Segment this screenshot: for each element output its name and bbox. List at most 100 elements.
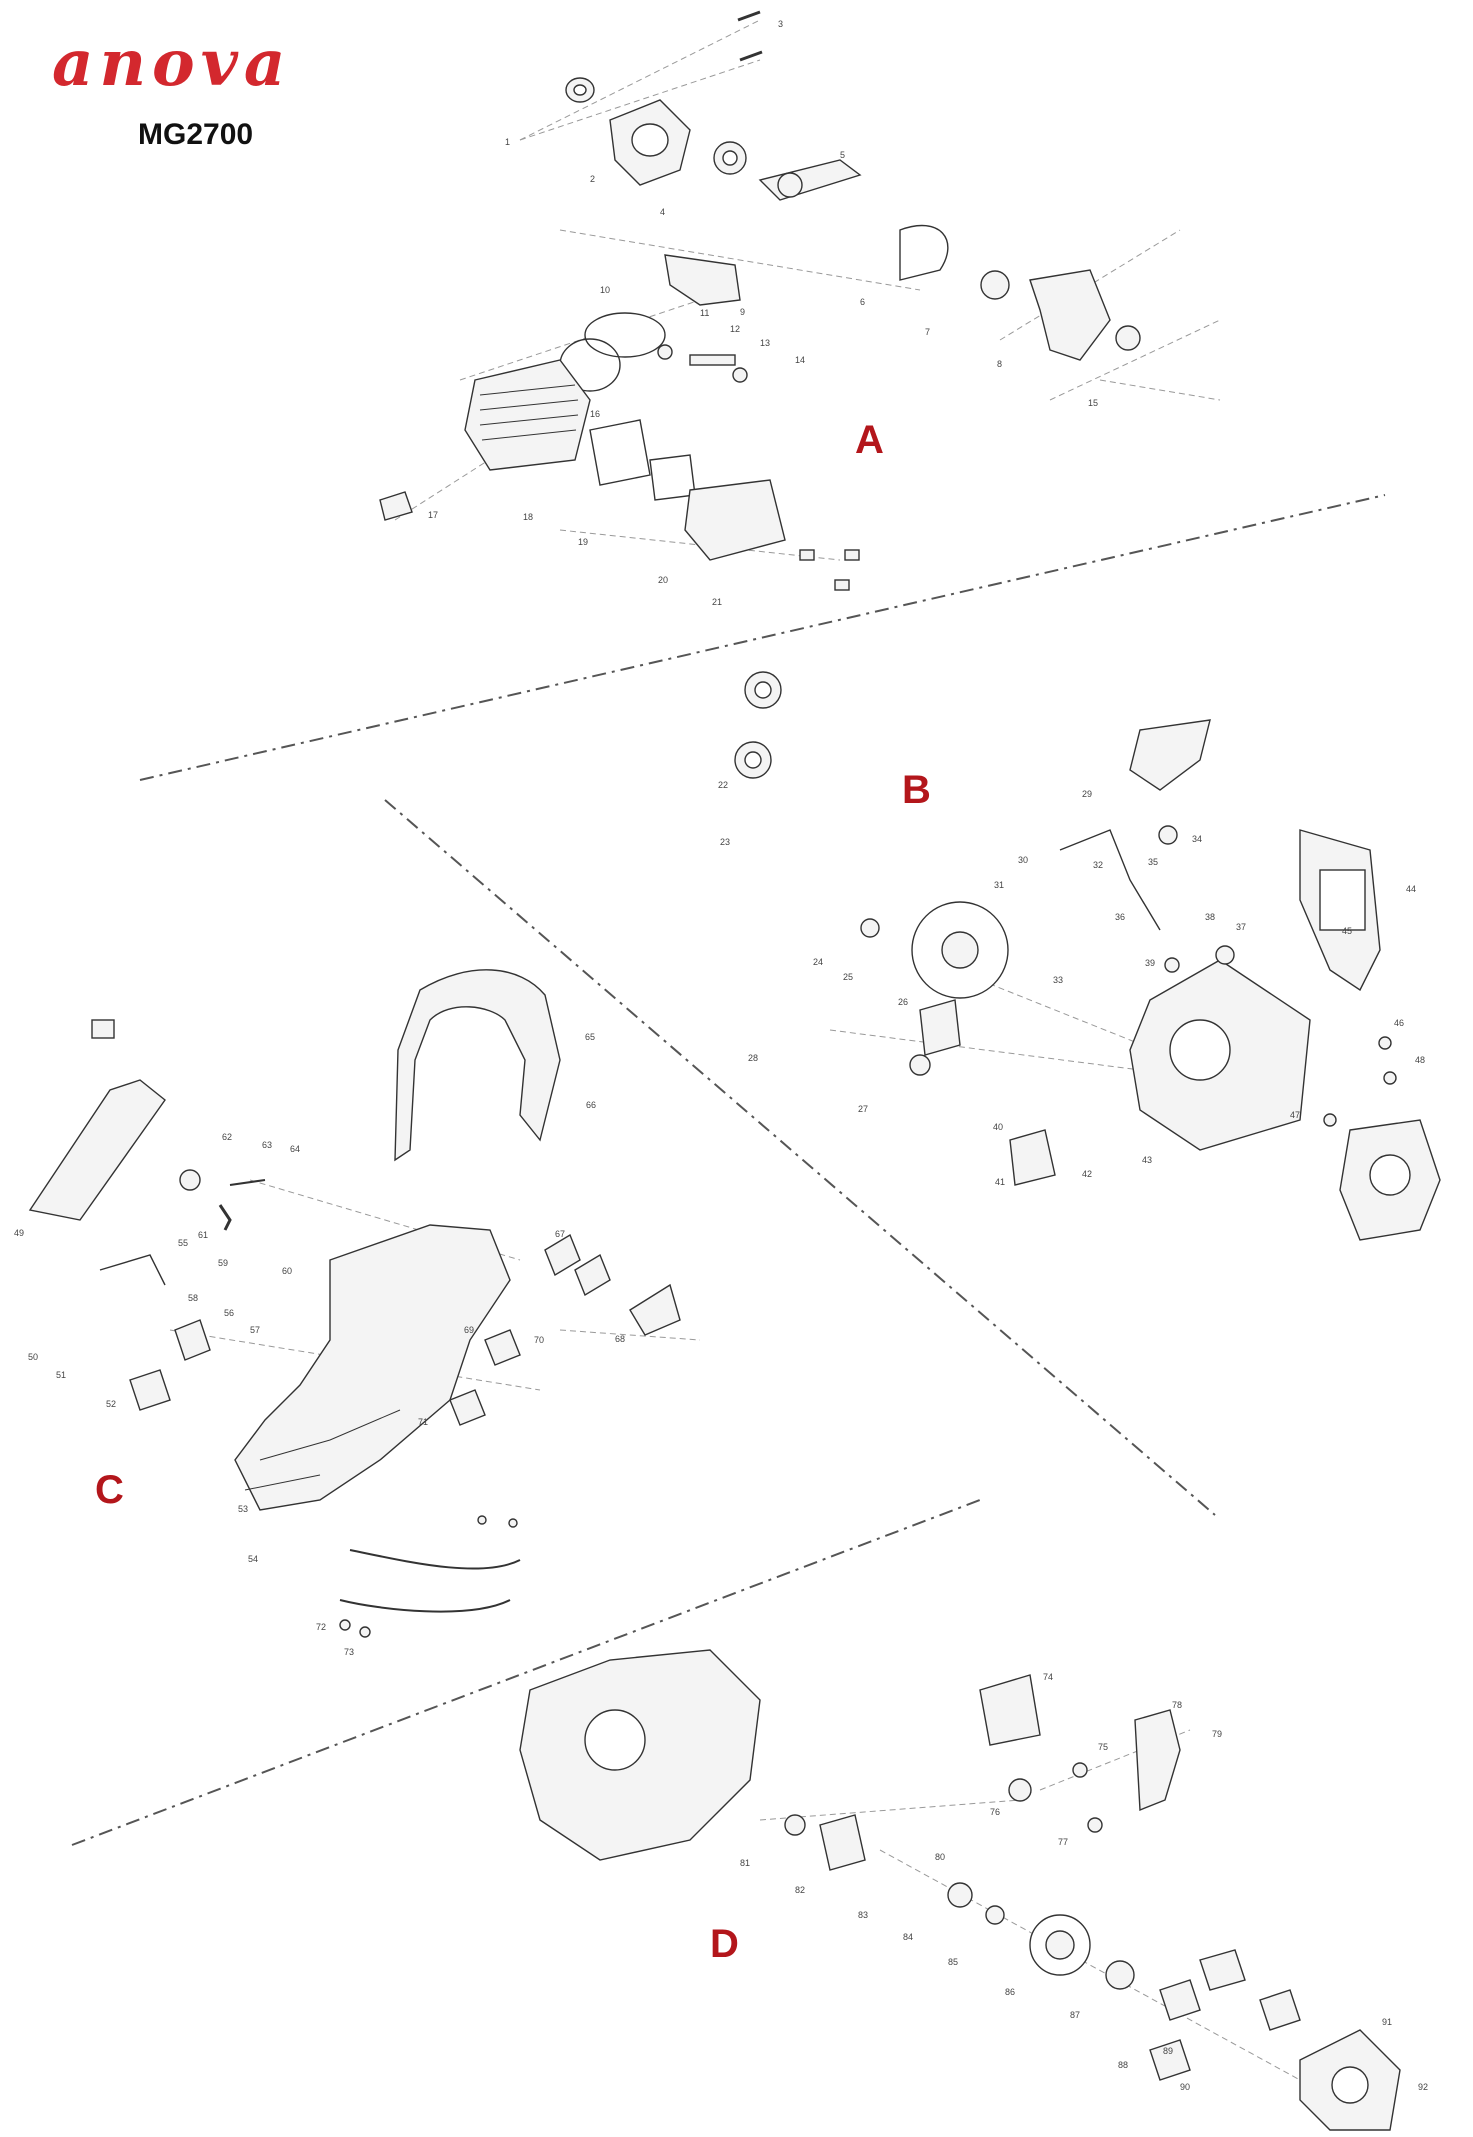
part-number: 70 [534,1335,544,1345]
separator-line-cd [71,1499,981,1846]
part-number: 71 [418,1417,428,1427]
part-number: 60 [282,1266,292,1276]
part-number: 85 [948,1957,958,1967]
part-number: 40 [993,1122,1003,1132]
part-number: 7 [925,327,930,337]
part-number: 12 [730,324,740,334]
part-number: 83 [858,1910,868,1920]
part-number: 68 [615,1334,625,1344]
section-label-b: B [902,768,931,812]
part-number: 31 [994,880,1004,890]
part-number: 58 [188,1293,198,1303]
part-number: 64 [290,1144,300,1154]
part-number: 47 [1290,1110,1300,1120]
separator-line-bc [384,799,1216,1516]
part-number: 81 [740,1858,750,1868]
part-number: 42 [1082,1169,1092,1179]
part-number: 67 [555,1229,565,1239]
part-number: 75 [1098,1742,1108,1752]
part-number: 53 [238,1504,248,1514]
part-number: 38 [1205,912,1215,922]
part-number: 61 [198,1230,208,1240]
part-number: 41 [995,1177,1005,1187]
section-d-parts [519,1649,1401,2131]
part-number: 79 [1212,1729,1222,1739]
part-number: 62 [222,1132,232,1142]
part-number: 74 [1043,1672,1053,1682]
part-number: 77 [1058,1837,1068,1847]
part-number: 63 [262,1140,272,1150]
part-number: 46 [1394,1018,1404,1028]
part-number: 39 [1145,958,1155,968]
part-number: 18 [523,512,533,522]
section-b-parts [734,671,1441,1241]
part-number: 65 [585,1032,595,1042]
part-number: 82 [795,1885,805,1895]
part-number-labels: 1 2 3 4 5 6 7 8 9 10 11 12 13 14 15 16 1… [14,19,1428,2092]
part-number: 72 [316,1622,326,1632]
part-number: 54 [248,1554,258,1564]
part-number: 52 [106,1399,116,1409]
part-number: 8 [997,359,1002,369]
section-label-d: D [710,1922,739,1966]
part-number: 24 [813,957,823,967]
part-number: 92 [1418,2082,1428,2092]
part-number: 17 [428,510,438,520]
part-number: 69 [464,1325,474,1335]
part-number: 16 [590,409,600,419]
part-number: 25 [843,972,853,982]
part-number: 90 [1180,2082,1190,2092]
part-number: 2 [590,174,595,184]
part-number: 35 [1148,857,1158,867]
part-number: 44 [1406,884,1416,894]
part-number: 66 [586,1100,596,1110]
part-number: 51 [56,1370,66,1380]
part-number: 91 [1382,2017,1392,2027]
part-number: 78 [1172,1700,1182,1710]
part-number: 76 [990,1807,1000,1817]
part-number: 30 [1018,855,1028,865]
part-number: 87 [1070,2010,1080,2020]
part-number: 27 [858,1104,868,1114]
part-number: 34 [1192,834,1202,844]
part-number: 19 [578,537,588,547]
part-number: 1 [505,137,510,147]
part-number: 56 [224,1308,234,1318]
part-number: 84 [903,1932,913,1942]
part-number: 5 [840,150,845,160]
part-number: 86 [1005,1987,1015,1997]
brand-logo: anova [52,26,291,101]
model-number: MG2700 [138,118,254,151]
part-number: 14 [795,355,805,365]
part-number: 43 [1142,1155,1152,1165]
part-number: 45 [1342,926,1352,936]
part-number: 55 [178,1238,188,1248]
part-number: 9 [740,307,745,317]
section-c-parts [28,969,681,1638]
section-label-a: A [855,418,884,462]
part-number: 4 [660,207,665,217]
part-number: 32 [1093,860,1103,870]
part-number: 28 [748,1053,758,1063]
part-number: 49 [14,1228,24,1238]
part-number: 29 [1082,789,1092,799]
separator-line-ab [139,494,1386,781]
part-number: 26 [898,997,908,1007]
part-number: 3 [778,19,783,29]
part-number: 50 [28,1352,38,1362]
part-number: 73 [344,1647,354,1657]
part-number: 88 [1118,2060,1128,2070]
part-number: 23 [720,837,730,847]
part-number: 36 [1115,912,1125,922]
part-number: 37 [1236,922,1246,932]
part-number: 59 [218,1258,228,1268]
part-number: 48 [1415,1055,1425,1065]
part-number: 80 [935,1852,945,1862]
part-number: 15 [1088,398,1098,408]
part-number: 57 [250,1325,260,1335]
part-number: 10 [600,285,610,295]
part-number: 21 [712,597,722,607]
part-number: 6 [860,297,865,307]
part-number: 22 [718,780,728,790]
part-number: 20 [658,575,668,585]
